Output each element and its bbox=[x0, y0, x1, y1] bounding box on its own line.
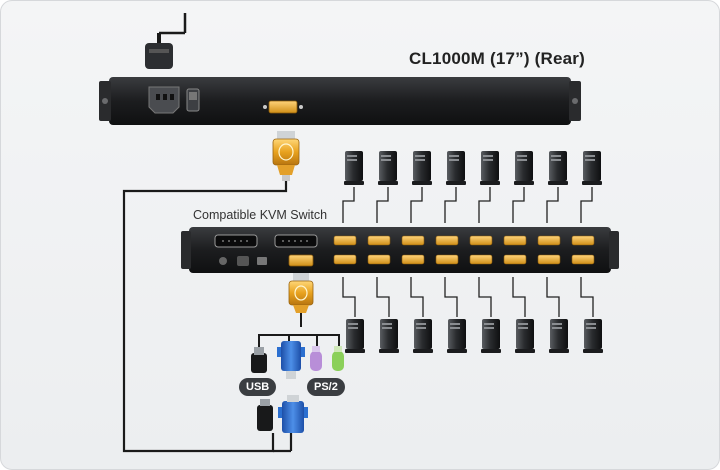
computer-tower-icon bbox=[480, 151, 500, 185]
console-cable bbox=[122, 181, 288, 453]
computer-tower-icon bbox=[515, 319, 535, 353]
kvm-switch-body bbox=[181, 227, 619, 273]
cpu-ports bbox=[333, 235, 595, 265]
computer-tower-icon bbox=[412, 151, 432, 185]
bottom-computers bbox=[342, 277, 603, 353]
computer-cable bbox=[478, 277, 492, 317]
computer-tower-icon bbox=[481, 319, 501, 353]
console-link-port-icon bbox=[288, 254, 314, 267]
console-body bbox=[109, 77, 571, 125]
computer-tower-icon bbox=[583, 319, 603, 353]
computer-tower-icon bbox=[446, 151, 466, 185]
computer-cable bbox=[512, 277, 526, 317]
vga-port-icon bbox=[263, 100, 303, 114]
computer-cable bbox=[512, 187, 525, 223]
computer-cable bbox=[444, 187, 457, 223]
computer-tower-icon bbox=[514, 151, 534, 185]
computer-cable bbox=[410, 187, 423, 223]
power-socket-icon bbox=[148, 86, 180, 114]
computer-tower-icon bbox=[413, 319, 433, 353]
top-computers bbox=[342, 151, 602, 223]
ps2-plug-icon bbox=[310, 346, 344, 371]
console-rear-panel bbox=[99, 13, 581, 125]
grounding-icon bbox=[219, 257, 227, 265]
cpu-port-icon bbox=[503, 235, 527, 246]
cpu-port-icon bbox=[571, 235, 595, 246]
usb-plug-icon bbox=[251, 347, 267, 373]
computer-cable bbox=[342, 187, 355, 223]
computer-tower-icon bbox=[548, 151, 568, 185]
computer-tower-icon bbox=[582, 151, 602, 185]
cpu-port-icon bbox=[469, 254, 493, 265]
computer-tower-icon bbox=[447, 319, 467, 353]
cpu-port-icon bbox=[469, 235, 493, 246]
kvm-cable-connector-icon bbox=[272, 131, 300, 181]
computer-tower-icon bbox=[344, 151, 364, 185]
computer-tower-icon bbox=[379, 319, 399, 353]
ps2-label: PS/2 bbox=[307, 378, 345, 396]
cpu-port-icon bbox=[333, 254, 357, 265]
power-switch-icon bbox=[186, 88, 200, 112]
cpu-port-icon bbox=[435, 254, 459, 265]
vga-plug-icon bbox=[277, 341, 305, 379]
computer-cable bbox=[546, 187, 559, 223]
cpu-port-icon bbox=[537, 254, 561, 265]
power-jack-icon bbox=[237, 256, 249, 266]
cpu-port-icon bbox=[367, 235, 391, 246]
cpu-port-icon bbox=[401, 254, 425, 265]
cpu-port-icon bbox=[367, 254, 391, 265]
reset-button-icon bbox=[257, 257, 267, 265]
cpu-port-icon bbox=[503, 254, 527, 265]
computer-cable bbox=[444, 277, 458, 317]
usb-label: USB bbox=[239, 378, 277, 396]
usb-plug-icon bbox=[257, 399, 273, 431]
computer-cable bbox=[410, 277, 424, 317]
cpu-port-icon bbox=[537, 235, 561, 246]
computer-tower-icon bbox=[345, 319, 365, 353]
computer-cable bbox=[478, 187, 491, 223]
kvm-switch-label: Compatible KVM Switch bbox=[193, 208, 328, 222]
computer-tower-icon bbox=[549, 319, 569, 353]
computer-tower-icon bbox=[378, 151, 398, 185]
console-model-title: CL1000M (17”) (Rear) bbox=[409, 49, 585, 68]
computer-cable bbox=[376, 187, 389, 223]
computer-cable bbox=[546, 277, 560, 317]
computer-cable bbox=[376, 277, 390, 317]
cpu-port-icon bbox=[435, 235, 459, 246]
kvm-console-connector-icon bbox=[288, 273, 314, 313]
cpu-port-icon bbox=[571, 254, 595, 265]
computer-cable bbox=[580, 277, 594, 317]
computer-cable bbox=[580, 187, 593, 223]
cpu-port-icon bbox=[333, 235, 357, 246]
vga-plug-icon bbox=[278, 395, 308, 433]
power-plug-icon bbox=[145, 43, 173, 69]
cpu-port-icon bbox=[401, 235, 425, 246]
computer-cable bbox=[342, 277, 356, 317]
